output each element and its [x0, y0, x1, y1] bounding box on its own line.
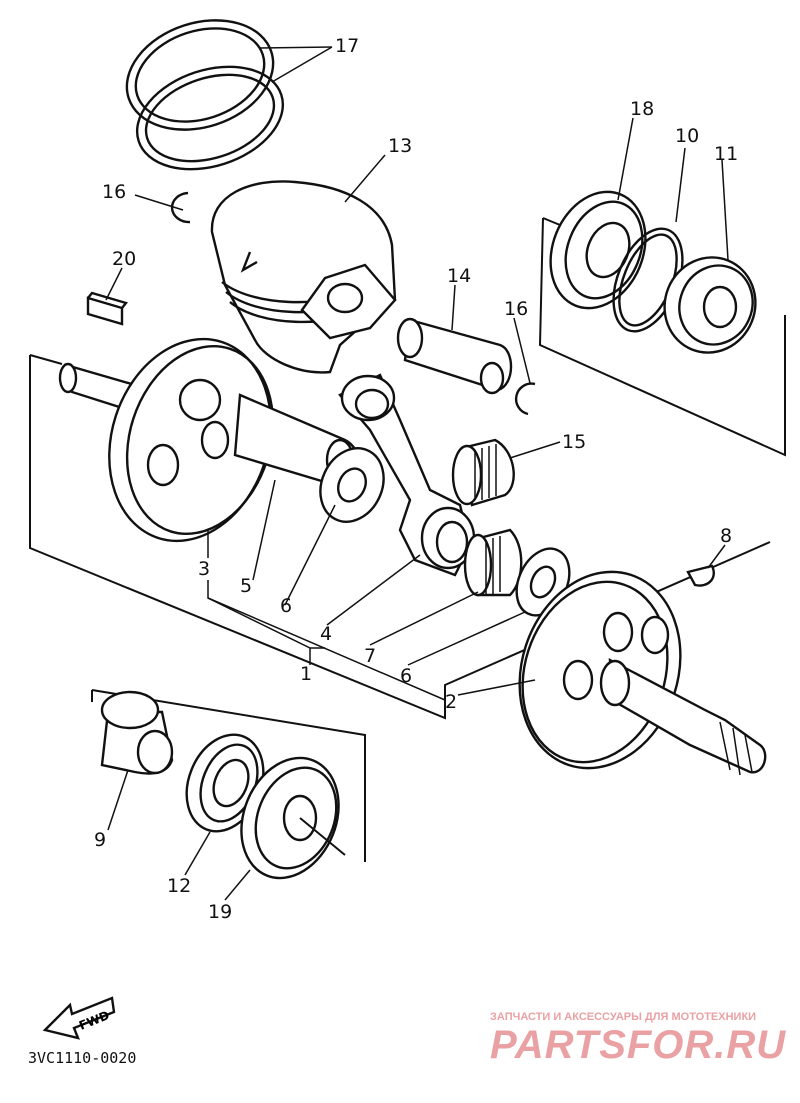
piston-part-13	[210, 180, 397, 374]
piston-rings-part-17	[125, 19, 285, 171]
label-part-13: 13	[388, 135, 412, 157]
circlip-part-16-lower	[514, 382, 536, 416]
part-number-labels: 1 2 3 4 5 6 6 7 8 9 10 11 12 13 14 15 16…	[94, 35, 738, 923]
circlip-part-16-upper	[170, 191, 191, 224]
label-part-20: 20	[112, 248, 136, 270]
crank-left-part-3	[58, 337, 362, 543]
label-part-5: 5	[240, 575, 252, 597]
label-part-1: 1	[300, 663, 312, 685]
crank-right-part-2	[518, 570, 767, 776]
label-part-14: 14	[447, 265, 471, 287]
needle-bearing-part-15	[451, 438, 515, 507]
bearing-part-18	[549, 190, 647, 310]
label-part-11: 11	[714, 143, 738, 165]
connecting-rod-part-4	[338, 373, 476, 577]
label-part-2: 2	[445, 691, 457, 713]
big-end-bearing-part-7	[463, 528, 523, 597]
label-part-3: 3	[198, 558, 210, 580]
forward-direction-arrow: FWD	[42, 996, 116, 1040]
label-part-6-left: 6	[280, 595, 292, 617]
label-part-18: 18	[630, 98, 654, 120]
collar-part-9	[100, 690, 174, 775]
label-part-16-lower: 16	[504, 298, 528, 320]
label-part-7: 7	[364, 645, 376, 667]
label-part-19: 19	[208, 901, 232, 923]
label-part-17: 17	[335, 35, 359, 57]
washer-part-6-left	[319, 447, 385, 523]
label-part-9: 9	[94, 829, 106, 851]
label-part-16-upper: 16	[102, 181, 126, 203]
label-part-10: 10	[675, 125, 699, 147]
watermark: ЗАПЧАСТИ И АКСЕССУАРЫ ДЛЯ МОТОТЕХНИКИ PA…	[490, 1011, 786, 1067]
key-part-20	[86, 291, 129, 326]
watermark-brand: PARTSFOR.RU	[490, 1023, 786, 1067]
drawing-code: 3VC1110-0020	[28, 1049, 136, 1067]
watermark-tagline: ЗАПЧАСТИ И АКСЕССУАРЫ ДЛЯ МОТОТЕХНИКИ	[490, 1011, 756, 1023]
label-part-15: 15	[562, 431, 586, 453]
label-part-12: 12	[167, 875, 191, 897]
label-part-8: 8	[720, 525, 732, 547]
label-part-4: 4	[320, 623, 332, 645]
woodruff-key-part-8	[686, 564, 715, 587]
oil-seal-part-11	[663, 256, 757, 354]
label-part-6-right: 6	[400, 665, 412, 687]
piston-pin-part-14	[396, 317, 513, 395]
bearing-part-19	[240, 756, 346, 880]
leader-lines	[105, 46, 729, 901]
